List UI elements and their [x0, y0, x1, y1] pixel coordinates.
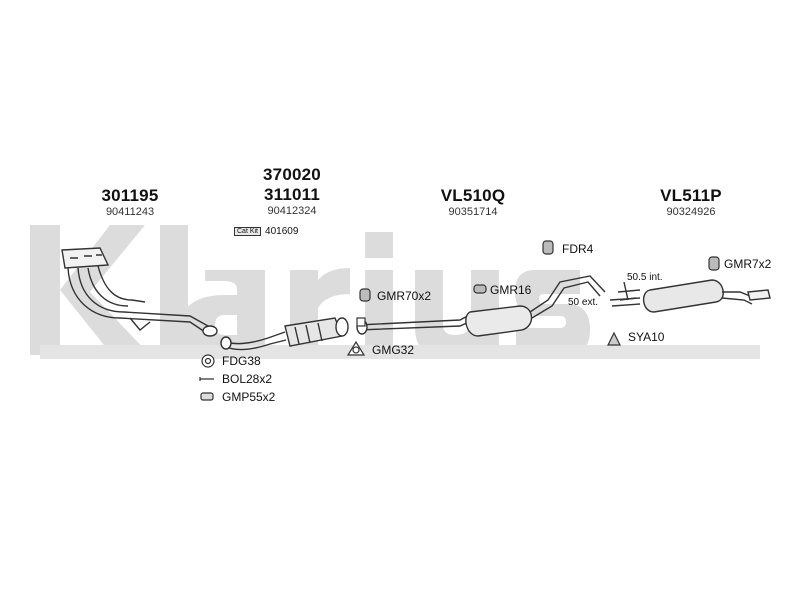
fitting-label-gmr70x2: GMR70x2	[377, 289, 432, 303]
fitting-label-fdr4: FDR4	[562, 242, 594, 256]
section-catalyst: 370020 311011 90412324	[258, 165, 326, 217]
oem-number: 90412324	[267, 205, 317, 217]
rubber-mount-icon-gmr70	[359, 288, 371, 302]
bracket-icon-sya10	[607, 331, 621, 346]
fitting-label-gmp55x2: GMP55x2	[222, 390, 276, 404]
rubber-mount-icon-gmr16	[473, 284, 487, 294]
oem-number: 90411243	[105, 206, 155, 218]
part-number: 311011	[263, 185, 321, 204]
part-number: 301195	[101, 186, 159, 205]
section-manifold: 301195 90411243	[100, 186, 160, 218]
manifold-part	[61, 247, 218, 337]
fitting-label-fdg38: FDG38	[222, 354, 261, 368]
fitting-icons	[199, 240, 720, 401]
part-number: 370020	[263, 165, 321, 184]
cat-kit-number: 401609	[265, 226, 299, 237]
part-number: VL511P	[660, 186, 722, 205]
part-number: VL510Q	[440, 186, 506, 205]
fitting-label-gmg32: GMG32	[372, 343, 415, 357]
cat-kit-badge: Cat Kit	[234, 227, 262, 236]
catalyst-part	[220, 317, 349, 351]
bolt-icon	[199, 377, 214, 381]
oem-number: 90351714	[448, 206, 498, 218]
fitting-label-gmr16: GMR16	[490, 283, 532, 297]
fitting-label-gmr7x2: GMR7x2	[724, 257, 772, 271]
rubber-mount-icon-fdr4	[542, 240, 554, 255]
annotation-external-diameter: 50 ext.	[568, 297, 599, 308]
annotation-internal-diameter: 50.5 int.	[627, 272, 663, 283]
section-centre-silencer: VL510Q 90351714	[440, 186, 506, 218]
fitting-label-sya10: SYA10	[628, 330, 665, 344]
fitting-label-bol28x2: BOL28x2	[222, 372, 273, 386]
rear-silencer-part	[609, 279, 771, 313]
centre-silencer-part	[356, 275, 606, 337]
section-rear-silencer: VL511P 90324926	[659, 186, 723, 218]
rubber-mount-icon-gmr7	[708, 256, 720, 271]
clamp-icon	[200, 392, 214, 401]
oem-number: 90324926	[666, 206, 716, 218]
